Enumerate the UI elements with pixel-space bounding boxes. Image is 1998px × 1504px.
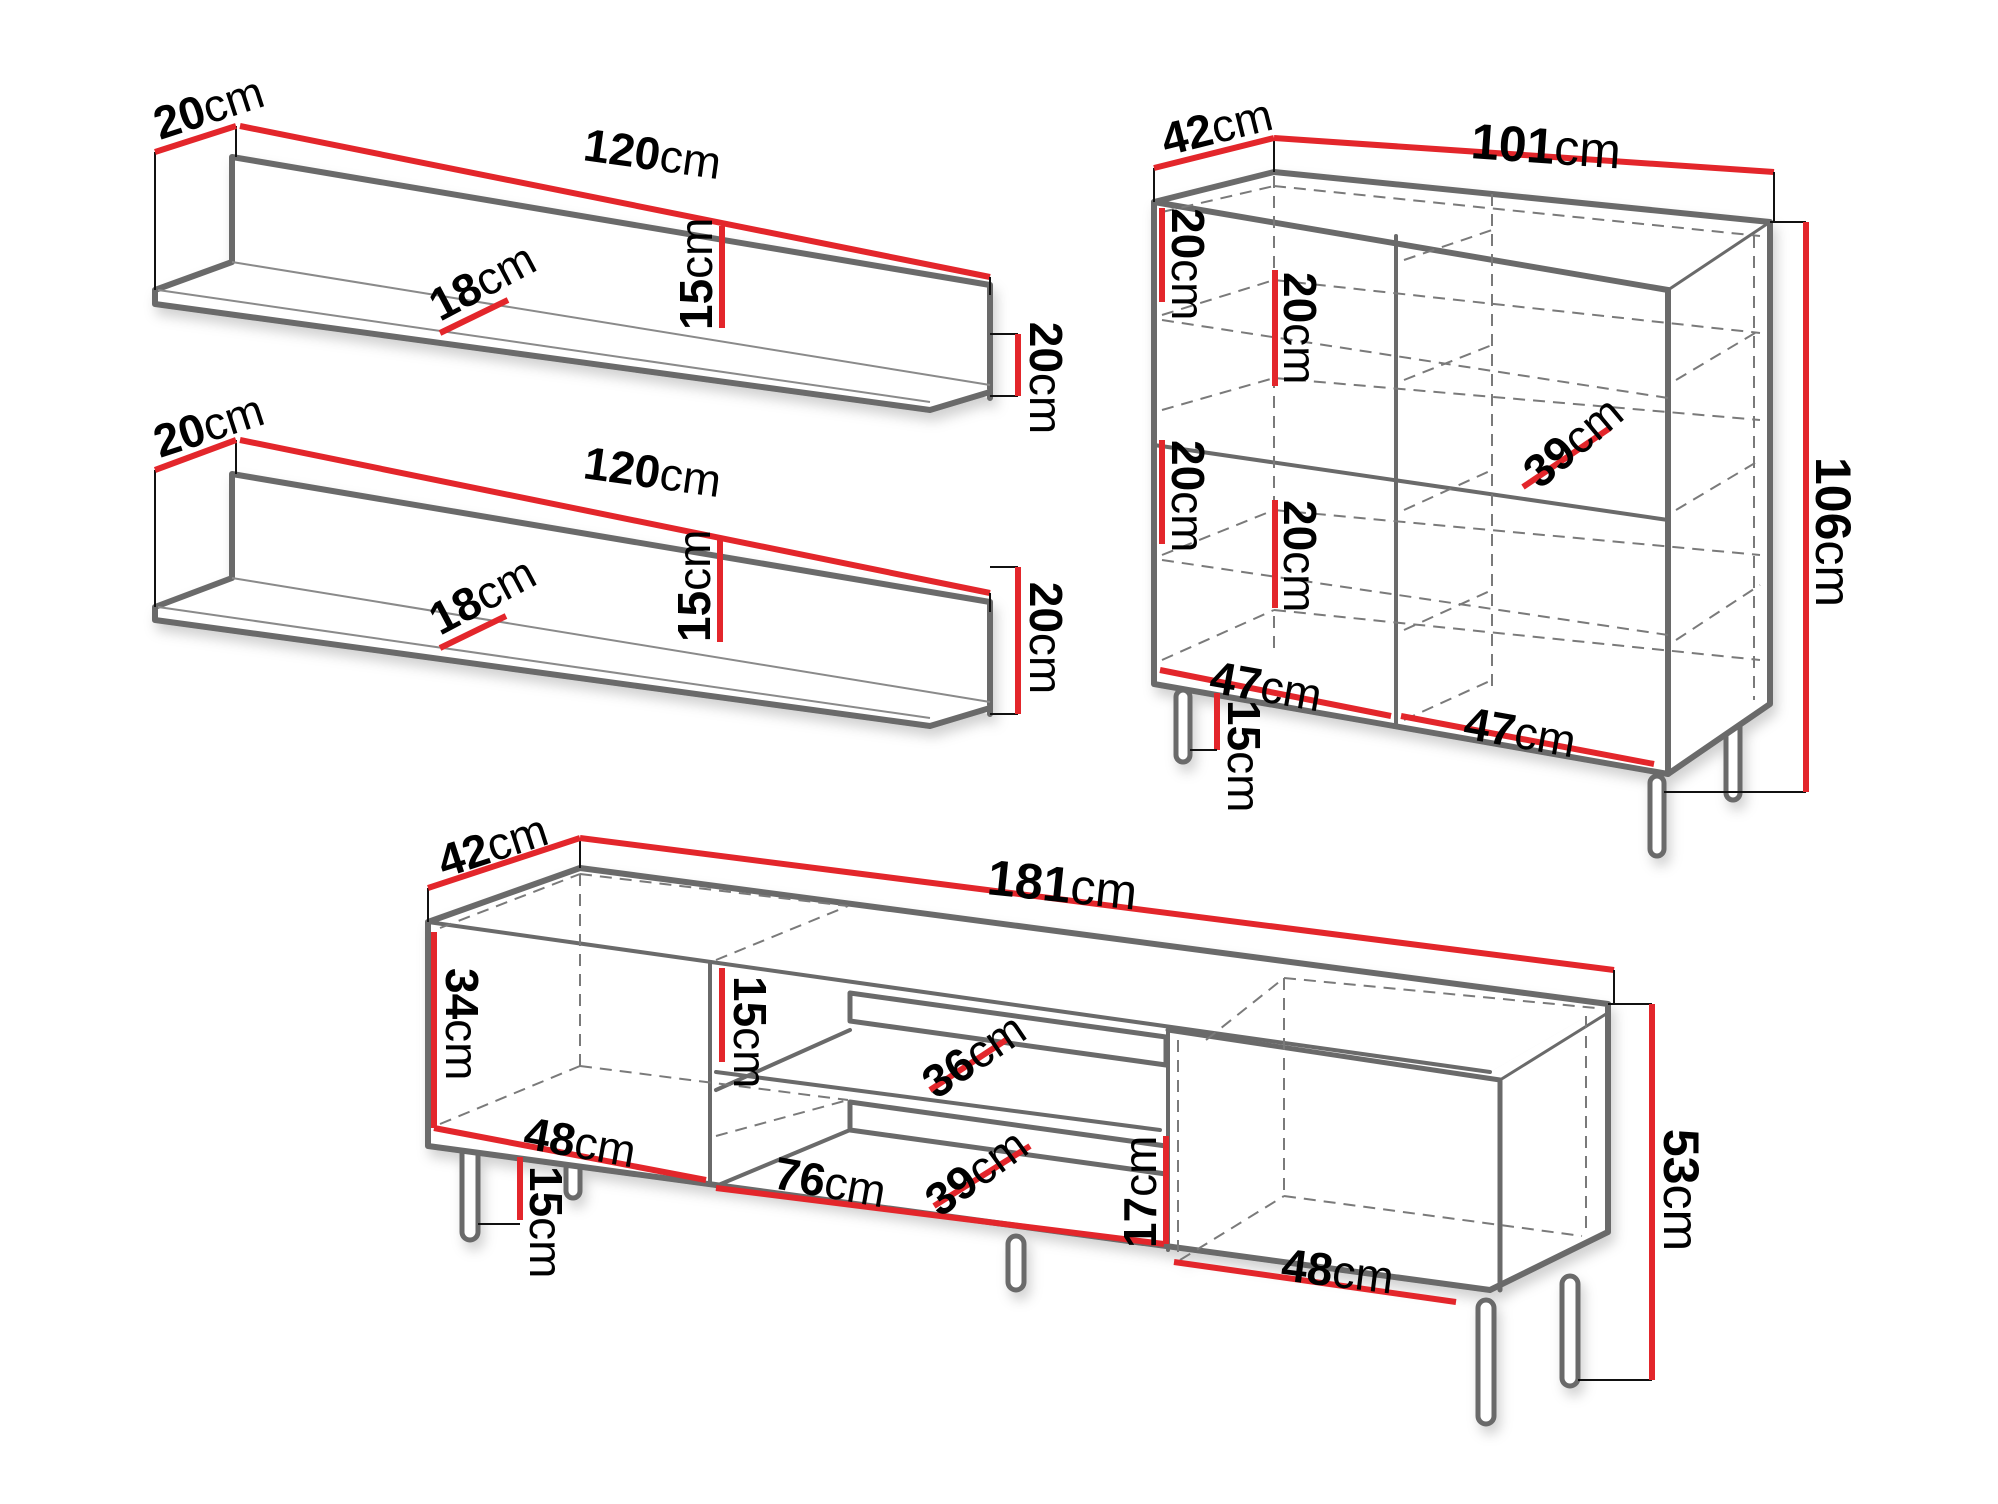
dim-line-left-width [433,1125,707,1183]
label-back-height: 15cm [668,530,720,643]
dim-line-width [1273,135,1775,175]
label-shelf-height: 20cm [1274,272,1326,385]
dim-line-compartment-width [1400,713,1655,767]
dim-line-right-width [1173,1259,1457,1305]
dim-line-depth [153,437,238,473]
tv-stand-leg [1559,1273,1581,1389]
dim-line-width [239,437,991,596]
dim-line-depth [1153,135,1275,171]
label-width: 101cm [1469,113,1623,179]
dim-line-width [239,123,991,280]
label-width: 120cm [581,436,725,507]
dim-line-inner-depth [1521,425,1612,490]
tv-stand-leg [1475,1297,1497,1427]
label-middle-width: 76cm [770,1147,890,1218]
label-depth: 20cm [147,383,270,467]
label-shelf-height: 20cm [1162,208,1214,321]
label-middle-bottom-height: 17cm [1114,1136,1166,1249]
cabinet-leg [1173,687,1193,765]
label-total-height: 20cm [1020,322,1072,435]
label-leg-height: 15cm [1218,700,1270,813]
tv-stand-leg [1005,1233,1027,1293]
label-right-width: 48cm [1279,1238,1397,1303]
dim-line-inner-depth [438,297,510,336]
dim-line-middle-inner-depth [932,1143,1032,1209]
internal-dashed-lines [1161,176,1761,721]
label-back-height: 15cm [670,218,722,331]
tv-stand-leg [459,1139,481,1243]
label-compartment-width: 47cm [1206,651,1326,722]
label-depth: 42cm [431,803,554,887]
label-left-height: 34cm [436,968,488,1081]
dim-line-middle-shelf-depth [928,1037,1008,1093]
label-total-height: 20cm [1020,582,1072,695]
wall-shelf-2: 20cm 120cm 18cm 15cm 20cm [147,383,1072,729]
wall-shelf-1: 20cm 120cm 18cm 15cm 20cm [147,65,1072,434]
dim-line-inner-depth [438,613,508,651]
label-shelf-height: 20cm [1274,500,1326,613]
tv-stand: 42cm 181cm 53cm 34cm 48cm 15cm 15cm 36cm… [425,803,1709,1427]
dim-line-width [579,835,1615,973]
dim-line-depth [154,123,237,155]
dim-line-compartment-width [1159,667,1392,719]
label-middle-top-height: 15cm [724,976,776,1089]
label-leg-height: 15cm [520,1166,572,1279]
label-total-height: 53cm [1653,1129,1709,1251]
dim-line-middle-width [715,1185,1165,1247]
label-left-width: 48cm [520,1107,640,1178]
label-shelf-height: 20cm [1162,440,1214,553]
label-total-height: 106cm [1805,457,1861,607]
cabinet-leg [1647,773,1667,859]
dim-line-depth [427,835,581,891]
label-compartment-width: 47cm [1460,697,1580,768]
highboard-cabinet: 42cm 101cm 106cm 20cm 20cm 20cm 20cm 39c… [1151,88,1861,859]
label-width: 120cm [581,118,725,189]
internal-dashed-lines [439,873,1597,1261]
label-width: 181cm [985,849,1140,920]
